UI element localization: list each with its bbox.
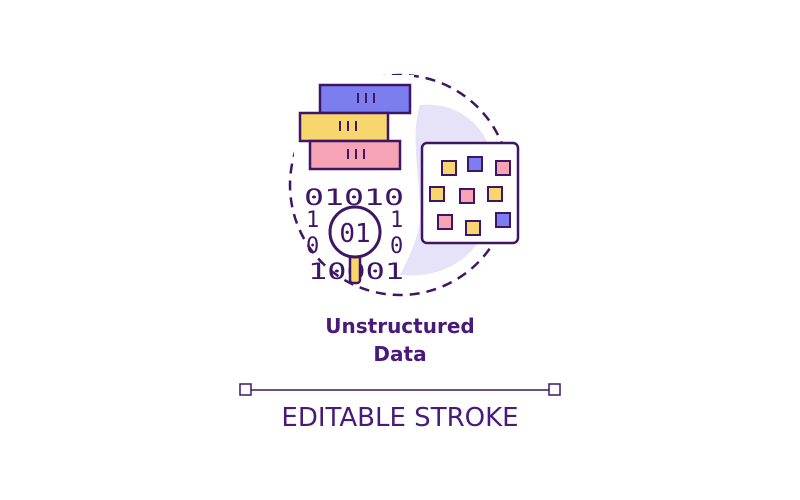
magnifier-icon: 01 [328, 205, 382, 285]
editable-stroke-line [239, 383, 561, 396]
title-line-1: Unstructured [325, 314, 475, 338]
binary-row-2-right: 1 [390, 208, 403, 233]
binary-row-2-left: 1 [306, 208, 319, 233]
stroke-handle-left [239, 383, 252, 396]
title-line-2: Data [373, 342, 427, 366]
editable-stroke-caption: EDITABLE STROKE [281, 403, 519, 433]
binary-row-3-left: 0 [306, 234, 319, 259]
server-bar-yellow [298, 111, 390, 143]
concept-title: Unstructured Data [0, 312, 800, 368]
binary-row-3-right: 0 [390, 234, 403, 259]
stroke-handle-right [548, 383, 561, 396]
server-stack-icon [298, 83, 412, 171]
scattered-data-panel [420, 141, 520, 245]
magnifier-digits: 01 [339, 219, 370, 249]
server-bar-pink [308, 139, 402, 171]
